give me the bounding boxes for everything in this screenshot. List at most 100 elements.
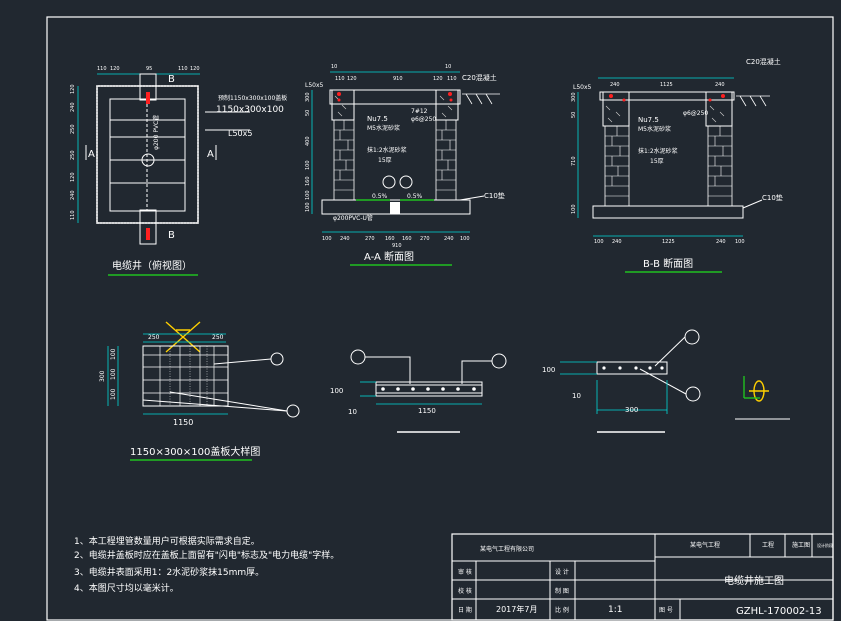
plan-dim-top-4: 110 <box>178 66 188 72</box>
sa-dim-top-5: 10 <box>445 64 451 70</box>
tb-label-check: 校 核 <box>458 587 472 595</box>
tb-label-draw: 制 图 <box>555 587 569 595</box>
sb-dim-top-3: 240 <box>715 82 725 88</box>
plan-dim-left-4: 250 <box>70 150 76 160</box>
sb-label-thick: 15厚 <box>650 158 664 165</box>
sa-dim-left-1: 300 <box>305 92 311 102</box>
sa-dim-bot-7: 240 <box>444 236 454 242</box>
tb-drawing-title: 电缆井施工图 <box>724 574 784 587</box>
sa-label-slope-2: 0.5% <box>407 193 423 200</box>
sb-dim-top-2: 1125 <box>660 82 673 88</box>
ss2-dim-cover: 10 <box>572 392 581 400</box>
tb-company: 某电气工程有限公司 <box>480 545 534 553</box>
sa-dim-top-3: 120 <box>347 76 357 82</box>
note-4: 4、本图尺寸均以毫米计。 <box>74 582 179 594</box>
sa-dim-bot-3: 270 <box>365 236 375 242</box>
tb-stage: 工程 <box>762 541 774 549</box>
sa-label-angle: L50x5 <box>305 82 324 89</box>
sd-dim-7: 100 <box>110 388 117 400</box>
sa-dim-bot-6: 270 <box>420 236 430 242</box>
sa-label-bedding: C10垫 <box>484 191 505 200</box>
sa-dim-left-4: 100 <box>305 160 311 170</box>
tb-drawing-number: GZHL-170002-13 <box>736 606 822 617</box>
sd-dim-4: 1150 <box>173 418 193 427</box>
sd-dim-2: 250 <box>212 334 224 341</box>
sa-label-stirrup: φ6@250 <box>411 116 436 123</box>
sb-label-brick: Nu7.5 <box>638 116 659 124</box>
sa-dim-bot-5: 160 <box>402 236 412 242</box>
sa-dim-total: 910 <box>392 243 402 249</box>
tb-doc-mark: 设计阶段 <box>817 542 833 548</box>
ss2-dim-height: 100 <box>542 366 555 374</box>
sb-dim-left-4: 100 <box>571 204 577 214</box>
sd-dim-3: 300 <box>99 370 106 382</box>
sa-label-rebar: 7#12 <box>411 108 428 115</box>
sa-dim-left-6: 100 <box>305 190 311 200</box>
sb-dim-bot-3: 1225 <box>662 239 675 245</box>
general-notes: 1、本工程埋管数量用户可根据实际需求自定。 2、电缆井盖板时应在盖板上面留有"闪… <box>74 535 339 594</box>
plan-mark-a-left: A <box>88 149 95 160</box>
sb-label-bedding: C10垫 <box>762 193 783 202</box>
sd-dim-1: 250 <box>148 334 160 341</box>
section-a-view: 10 110 120 910 10 120 110 <box>305 64 505 266</box>
plan-dim-left-6: 240 <box>70 190 76 200</box>
plan-mark-b-top: B <box>168 74 175 85</box>
sb-label-stirrup: φ6@250 <box>683 110 708 117</box>
tb-date: 2017年7月 <box>496 604 537 614</box>
sa-dim-left-2: 50 <box>305 110 311 116</box>
plan-dim-left-5: 120 <box>70 172 76 182</box>
sb-dim-left-1: 300 <box>571 92 577 102</box>
sb-label-plaster: 抹1:2水泥砂浆 <box>638 147 678 155</box>
note-3: 3、电缆井表面采用1：2水泥砂浆抹15mm厚。 <box>74 566 264 578</box>
plan-note-3: φ200 PVC管 <box>152 115 160 150</box>
sa-label-mortar: M5水泥砂浆 <box>367 124 400 132</box>
plan-dim-left-2: 240 <box>70 102 76 112</box>
note-2: 2、电缆井盖板时应在盖板上面留有"闪电"标志及"电力电缆"字样。 <box>74 549 339 561</box>
sa-label-slope-1: 0.5% <box>372 193 388 200</box>
plan-caption: 电缆井（俯视图） <box>112 259 192 272</box>
tb-label-scale: 比 例 <box>555 606 569 614</box>
section-a-caption: A-A 断面图 <box>364 250 414 263</box>
sa-dim-bot-8: 100 <box>460 236 470 242</box>
sb-label-mortar: M5水泥砂浆 <box>638 125 671 133</box>
tb-doc-type: 施工图 <box>792 541 810 549</box>
plan-dim-left-3: 250 <box>70 124 76 134</box>
slab-section-long: 100 10 1150 <box>330 349 507 433</box>
plan-note-4: L50x5 <box>228 129 252 138</box>
sd-dim-5: 100 <box>110 348 117 360</box>
ss1-dim-height: 100 <box>330 387 343 395</box>
sa-dim-bot-4: 160 <box>385 236 395 242</box>
tb-label-review: 审 核 <box>458 568 472 576</box>
tb-label-date: 日 期 <box>458 606 472 614</box>
plan-mark-b-bottom: B <box>168 230 175 241</box>
sb-dim-left-3: 710 <box>571 156 577 166</box>
sa-dim-bot-2: 240 <box>340 236 350 242</box>
plan-note-2: 1150x300x100 <box>216 105 284 115</box>
plan-dim-top-1: 110 <box>97 66 107 72</box>
section-b-view: 240 1125 240 <box>571 57 783 273</box>
plan-view: 110 120 95 110 120 B B A A 预制 <box>70 66 287 276</box>
section-b-caption: B-B 断面图 <box>643 257 693 270</box>
sa-dim-top-4: 910 <box>393 76 403 82</box>
sa-label-plaster: 抹1:2水泥砂浆 <box>367 146 407 154</box>
sa-dim-bot-1: 100 <box>322 236 332 242</box>
slab-detail-view: 250 250 300 1150 100 100 100 1150×300×10… <box>99 321 300 461</box>
sa-label-thick: 15厚 <box>378 157 392 164</box>
ss2-dim-width: 300 <box>625 406 638 414</box>
tb-project: 某电气工程 <box>690 541 720 549</box>
sa-dim-left-3: 400 <box>305 136 311 146</box>
slab-section-short: 100 10 300 <box>542 329 790 433</box>
sa-dim-top-2: 110 <box>335 76 345 82</box>
sa-label-pipe: φ200PVC-U管 <box>333 214 373 222</box>
plan-dim-top-2: 120 <box>110 66 120 72</box>
tb-scale: 1:1 <box>608 605 622 615</box>
plan-note-1: 预制1150x300x100盖板 <box>218 94 287 102</box>
sa-dim-left-5: 160 <box>305 176 311 186</box>
sa-dim-top-7: 110 <box>447 76 457 82</box>
sb-dim-left-2: 50 <box>571 112 577 118</box>
ss1-dim-cover: 10 <box>348 408 357 416</box>
note-1: 1、本工程埋管数量用户可根据实际需求自定。 <box>74 535 260 547</box>
plan-dim-top-5: 120 <box>190 66 200 72</box>
sb-dim-bot-2: 240 <box>612 239 622 245</box>
